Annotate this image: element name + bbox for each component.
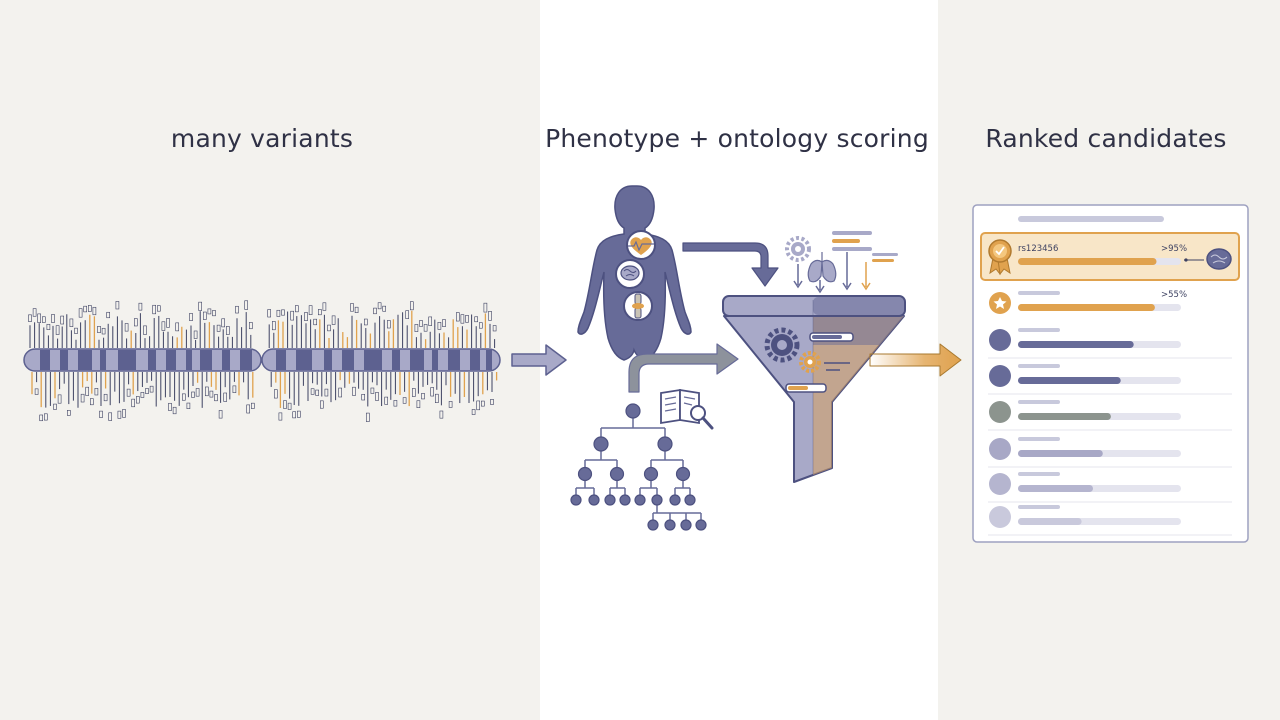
candidate-id-label: rs123456: [1018, 244, 1058, 254]
scoring-section-title: Phenotype + ontology scoring: [545, 124, 929, 153]
candidate-score-label: >55%: [1161, 290, 1187, 300]
variant-ticks-bottom: [31, 372, 498, 422]
arrow-tree-to-funnel-icon: [628, 343, 739, 393]
score-fill: [1018, 450, 1103, 457]
lungs-icon: [807, 252, 837, 294]
score-fill: [1018, 341, 1134, 348]
brain-phenotype-link-icon: [1184, 248, 1232, 270]
ranked-row-7: [988, 472, 1232, 503]
rank-dot-icon: [989, 473, 1011, 495]
variant-ticks-top: [28, 300, 497, 348]
rank-dot-icon: [989, 401, 1011, 423]
rank-dot-icon: [989, 506, 1011, 528]
top-candidate-highlight: [980, 232, 1240, 281]
star-icon: [989, 292, 1011, 314]
ranked-row-8: [988, 505, 1232, 536]
arrow-body-to-funnel-icon: [682, 242, 779, 287]
ranked-row-6: [988, 437, 1232, 468]
rank-dot-icon: [989, 365, 1011, 387]
score-fill: [1018, 258, 1157, 265]
ranked-candidates-card: [972, 204, 1249, 543]
score-fill: [1018, 518, 1082, 525]
rank-dot-icon: [989, 438, 1011, 460]
arrow-to-scoring-icon: [511, 344, 567, 376]
ranked-row-1: rs123456 >95%: [980, 232, 1240, 281]
knee-joint-icon: [623, 291, 653, 321]
score-fill: [1018, 377, 1121, 384]
ranked-row-3: [988, 328, 1232, 359]
ranked-row-5: [988, 400, 1232, 431]
book-search-icon: [660, 388, 714, 430]
ontology-tree-nodes: [570, 403, 707, 531]
heart-icon: [626, 230, 656, 260]
gear-icon: [785, 236, 811, 289]
candidate-score-label: >95%: [1161, 244, 1187, 254]
score-bars-icon: [832, 231, 898, 291]
chromosome-icon: [23, 348, 501, 372]
arrow-to-ranked-icon: [869, 343, 962, 377]
brain-icon: [615, 259, 645, 289]
ranked-row-4: [988, 364, 1232, 395]
score-fill: [1018, 304, 1155, 311]
score-fill: [1018, 485, 1093, 492]
award-ribbon-icon: [988, 239, 1012, 276]
rank-dot-icon: [989, 329, 1011, 351]
funnel-icon: [722, 295, 906, 483]
variants-section-title: many variants: [170, 124, 354, 153]
ranked-section-title: Ranked candidates: [985, 124, 1227, 153]
score-fill: [1018, 413, 1111, 420]
ranked-row-2: >55%: [989, 290, 1187, 314]
ranked-candidate-rows: rs123456 >95% >55%: [980, 232, 1240, 536]
